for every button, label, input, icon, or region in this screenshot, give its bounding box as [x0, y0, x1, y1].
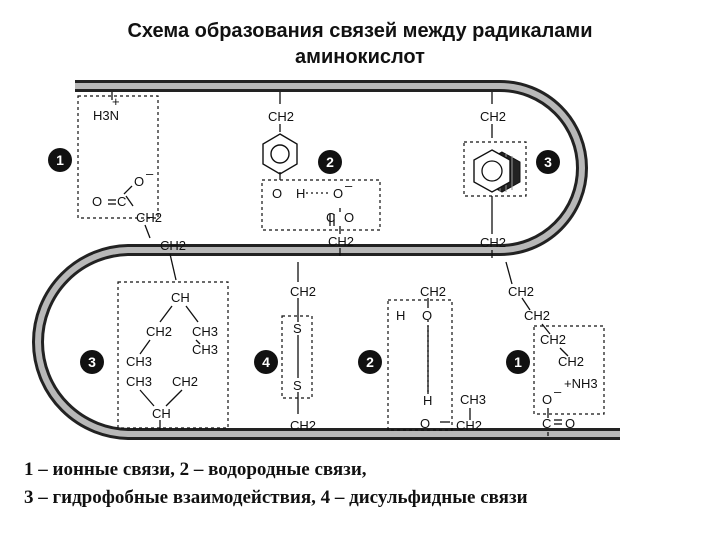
disulfide-frame	[281, 315, 313, 399]
badge-hydrophobic-top: 3	[536, 150, 560, 174]
label-c-2: C	[326, 210, 335, 225]
hydrogen-bond-lines	[306, 192, 429, 392]
label-ch2-cys-top: CH2	[290, 284, 316, 299]
label-minus-3: –	[554, 384, 562, 399]
bond-type-badges: 1 2 3 3 4 2 1	[48, 148, 560, 374]
label-c-1: C	[117, 194, 126, 209]
badge-ionic-bottom: 1	[506, 350, 530, 374]
svg-text:3: 3	[544, 154, 552, 170]
label-h3n: H3N	[93, 108, 119, 123]
label-c-3: C	[542, 416, 551, 431]
title-line-1: Схема образования связей между радикалам…	[127, 20, 593, 42]
legend-line-1: 1 – ионные связи, 2 – водородные связи,	[24, 459, 367, 480]
label-ch3-d: CH3	[126, 374, 152, 389]
svg-text:4: 4	[262, 354, 270, 370]
label-o-minus-1: O	[134, 174, 144, 189]
label-o-ser: O	[422, 308, 432, 323]
label-h-ser: H	[396, 308, 405, 323]
svg-text:2: 2	[326, 154, 334, 170]
label-o-2: O	[344, 210, 354, 225]
label-o-3: O	[565, 416, 575, 431]
label-o-tyr: O	[272, 186, 282, 201]
label-o-thr: O	[420, 416, 430, 431]
polypeptide-backbone	[32, 80, 620, 440]
label-ch-bottom: CH	[152, 406, 171, 421]
label-plus: +	[112, 94, 120, 109]
label-ch2-lys-1: CH2	[508, 284, 534, 299]
badge-ionic-top: 1	[48, 148, 72, 172]
title-line-2: аминокислот	[295, 46, 425, 68]
side-chain-stems	[108, 92, 569, 436]
label-ch-top: CH	[171, 290, 190, 305]
label-minus-2: –	[345, 178, 353, 193]
badge-hydrophobic-bottom: 3	[80, 350, 104, 374]
label-ch2-cys-bottom: CH2	[290, 418, 316, 433]
label-ch2-ser: CH2	[420, 284, 446, 299]
label-ch3-c: CH3	[126, 354, 152, 369]
diagram-legend: 1 – ионные связи, 2 – водородные связи, …	[24, 456, 714, 512]
label-ch2-lys-4: CH2	[558, 354, 584, 369]
label-nh3: +NH3	[564, 376, 598, 391]
badge-disulfide: 4	[254, 350, 278, 374]
label-ch2-lys-3: CH2	[540, 332, 566, 347]
label-ch3-thr: CH3	[460, 392, 486, 407]
label-h-tyr: H	[296, 186, 305, 201]
label-ch2-phe-bottom: CH2	[480, 235, 506, 250]
bond-frames	[77, 95, 605, 431]
diagram-title: Схема образования связей между радикалам…	[0, 18, 720, 70]
label-o-1: O	[92, 194, 102, 209]
label-o-minus-2: O	[333, 186, 343, 201]
stacked-aromatic-rings	[473, 149, 521, 193]
label-ch2-lys-2: CH2	[524, 308, 550, 323]
badge-hydrogen-top: 2	[318, 150, 342, 174]
ionic-bond-frame-bottom	[533, 325, 605, 415]
label-o-minus-3: O	[542, 392, 552, 407]
hydrogen-bond-frame-bottom	[387, 299, 453, 431]
label-ch3-b: CH3	[192, 342, 218, 357]
label-s-top: S	[293, 321, 302, 336]
badge-hydrogen-bottom: 2	[358, 350, 382, 374]
label-ch2-e: CH2	[172, 374, 198, 389]
svg-text:2: 2	[366, 354, 374, 370]
label-s-bottom: S	[293, 378, 302, 393]
benzene-ring	[262, 133, 298, 175]
svg-text:1: 1	[56, 152, 64, 168]
svg-text:3: 3	[88, 354, 96, 370]
hydrophobic-frame-top	[463, 141, 527, 197]
label-ch2-c: CH2	[328, 234, 354, 249]
legend-line-2: 3 – гидрофобные взаимодействия, 4 – дису…	[24, 487, 528, 508]
label-ch3-a: CH3	[192, 324, 218, 339]
chemical-labels: H3N + O – O C CH2 CH2 CH2 O H O – C O CH…	[92, 94, 598, 433]
svg-text:1: 1	[514, 354, 522, 370]
label-ch2-a: CH2	[136, 210, 162, 225]
label-ch2-phe-top: CH2	[480, 109, 506, 124]
label-ch-thr: CH2	[456, 418, 482, 433]
ionic-bond-frame-top	[77, 95, 159, 219]
label-h-thr: H	[423, 393, 432, 408]
label-ch2-d: CH2	[146, 324, 172, 339]
hydrophobic-frame-bottom	[117, 281, 229, 429]
label-minus-1: –	[146, 166, 154, 181]
label-ch2-tyr: CH2	[268, 109, 294, 124]
label-ch2-b: CH2	[160, 238, 186, 253]
